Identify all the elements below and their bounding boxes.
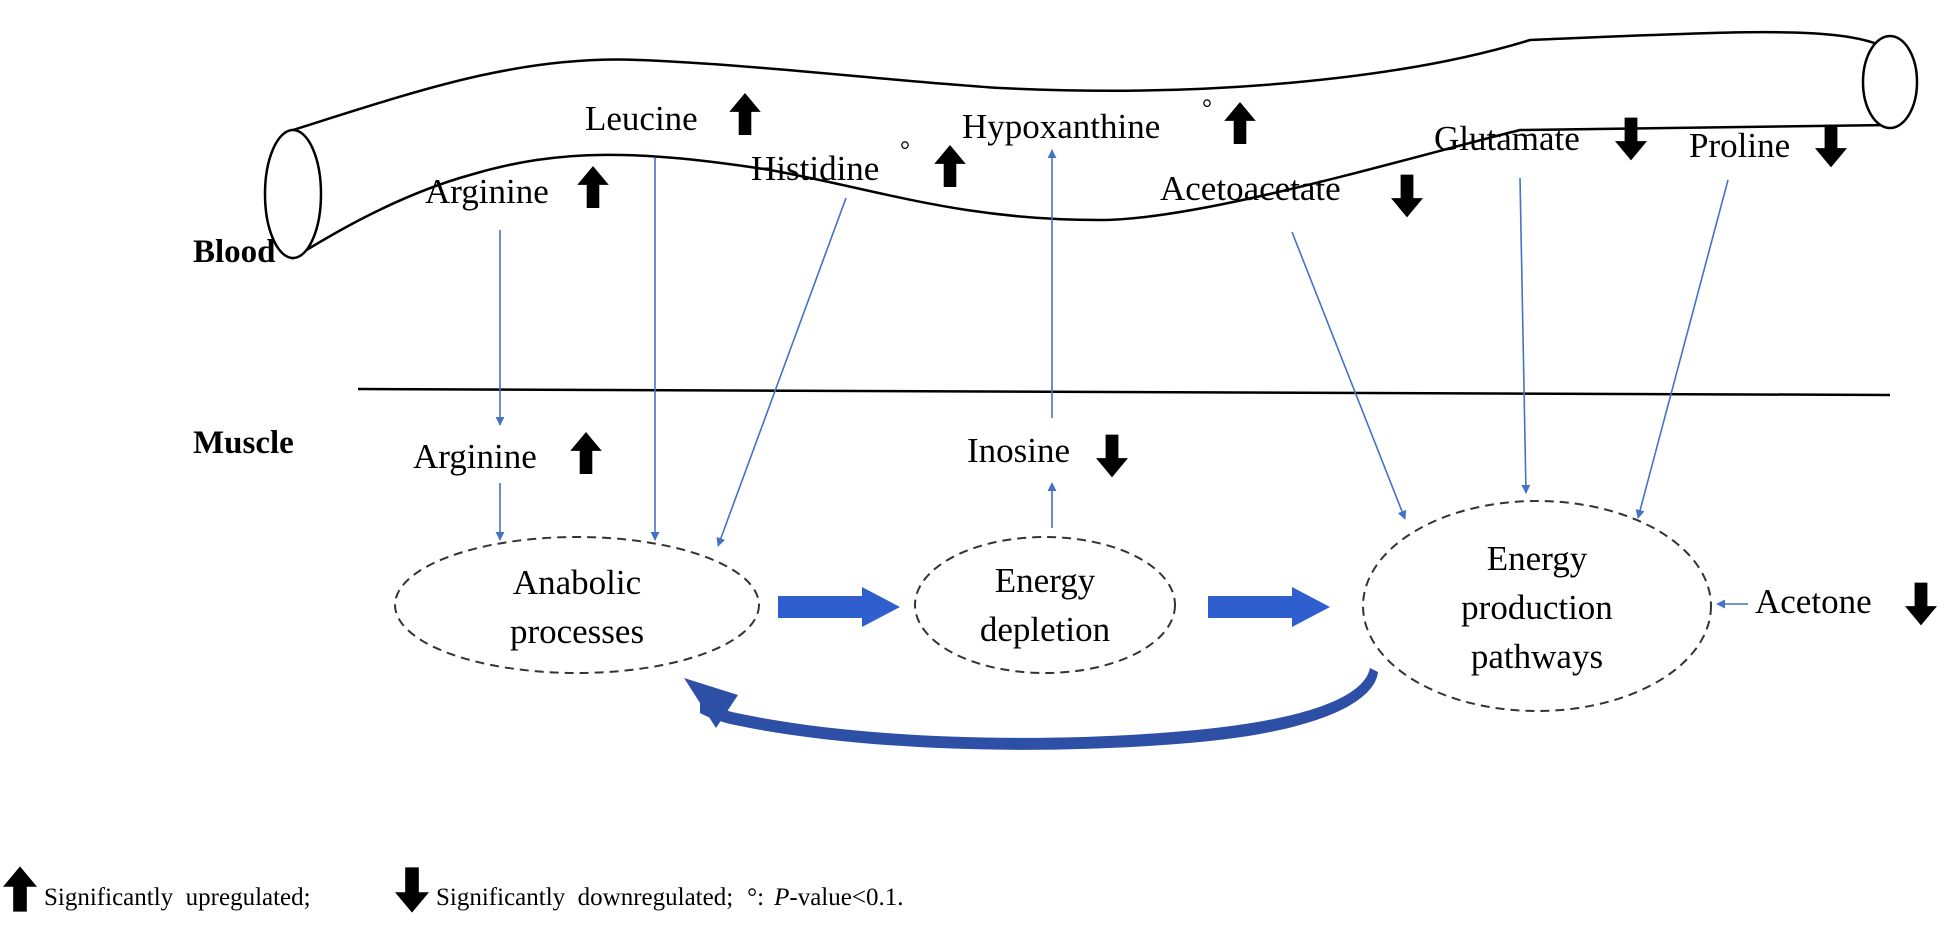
legend-down-arrow-icon [395, 867, 429, 913]
blood-region-label: Blood [193, 234, 276, 270]
process-ellipse [914, 536, 1176, 674]
process-label-line2: depletion [980, 610, 1110, 649]
process-label-line3: pathways [1471, 637, 1603, 676]
process-label-line1: Energy [995, 561, 1096, 600]
superscript-marker: ° [1202, 95, 1212, 122]
blood-vessel [263, 30, 1919, 260]
curved-arrow-production-to-anabolic [684, 668, 1378, 750]
metabolite-arginine-muscle: Arginine [413, 432, 602, 476]
metabolite-label: Arginine [425, 172, 549, 211]
legend-up-text: Significantly upregulated; [44, 884, 311, 911]
arrow-proline-to-production [1635, 179, 1729, 519]
arrow-histidine-to-anabolic [716, 197, 847, 547]
legend-p-label: P [773, 884, 789, 911]
process-label-line2: production [1461, 588, 1613, 627]
metabolite-acetone-muscle: Acetone [1755, 582, 1937, 626]
svg-text:Significantly downregulated;°: Significantly downregulated; °: P-value<0.… [436, 884, 903, 911]
process-ellipse [1362, 500, 1712, 712]
up-arrow-icon [570, 432, 602, 474]
process-production: Energy production pathways [1362, 500, 1712, 712]
metabolite-label: Glutamate [1434, 119, 1580, 158]
metabolite-label: Proline [1689, 126, 1790, 165]
legend-p-rest: -value<0.1. [789, 884, 903, 911]
metabolite-glutamate-blood: Glutamate [1434, 117, 1647, 161]
down-arrow-icon [1096, 434, 1128, 478]
process-ellipse [394, 536, 760, 674]
curved-arrow-head [684, 678, 738, 728]
metabolite-inosine-muscle: Inosine [967, 431, 1128, 478]
block-arrow-anabolic-to-depletion [778, 587, 900, 627]
legend-up-arrow-icon [3, 866, 37, 912]
metabolite-label: Inosine [967, 431, 1070, 470]
process-label-line1: Energy [1487, 539, 1588, 578]
process-anabolic: Anabolic processes [394, 536, 760, 674]
metabolite-histidine-blood: Histidine ° [751, 137, 966, 188]
legend: Significantly upregulated; Significantly… [3, 866, 903, 913]
metabolite-label: Arginine [413, 437, 537, 476]
metabolite-label: Leucine [585, 99, 698, 138]
up-arrow-icon [577, 166, 609, 208]
legend-down-text: Significantly downregulated; [436, 884, 733, 911]
process-label-line2: processes [510, 612, 644, 651]
down-arrow-icon [1391, 174, 1423, 218]
metabolite-label: Histidine [751, 149, 879, 188]
muscle-region-label: Muscle [193, 425, 294, 461]
arrow-glutamate-to-production [1519, 177, 1531, 494]
blood-muscle-boundary [357, 387, 1891, 397]
metabolite-label: Acetoacetate [1160, 169, 1341, 208]
metabolite-label: Acetone [1755, 582, 1872, 621]
superscript-marker: ° [900, 137, 910, 164]
metabolite-proline-blood: Proline [1689, 124, 1847, 168]
down-arrow-icon [1815, 124, 1847, 168]
process-label-line1: Anabolic [513, 563, 641, 602]
block-arrow-depletion-to-production [1208, 587, 1330, 627]
down-arrow-icon [1905, 582, 1937, 626]
metabolite-arginine-blood: Arginine [425, 166, 609, 211]
blood-vessel-right-opening [1861, 34, 1919, 130]
process-depletion: Energy depletion [914, 536, 1176, 674]
legend-p-symbol: °: [747, 884, 764, 911]
metabolite-label: Hypoxanthine [962, 107, 1160, 146]
metabolite-leucine-blood: Leucine [585, 93, 761, 138]
metabolite-hypoxanthine-blood: Hypoxanthine ° [962, 95, 1256, 146]
metabolite-acetoacetate-blood: Acetoacetate [1160, 169, 1423, 218]
curved-arrow-body [700, 668, 1378, 750]
thin-arrows [495, 149, 1748, 609]
arrow-acetoacetate-to-production [1291, 231, 1407, 520]
blood-vessel-left-opening [263, 128, 323, 260]
